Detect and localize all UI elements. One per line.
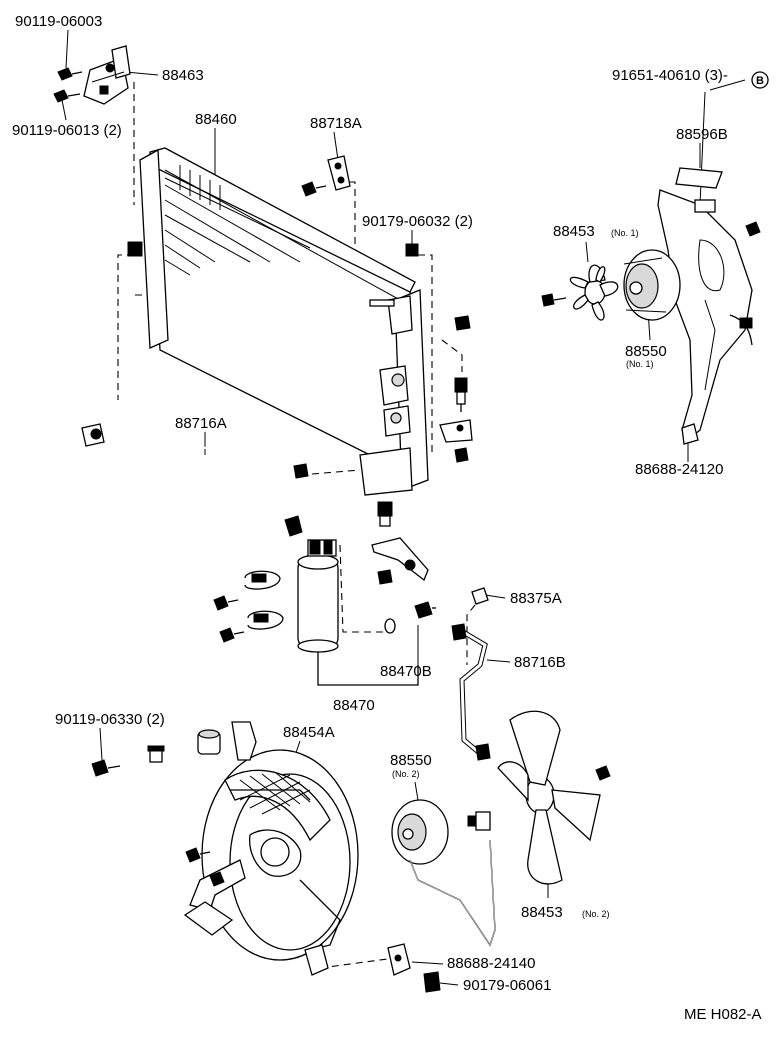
- pipe-88716a: [62, 390, 303, 537]
- ref-circle-b-letter: B: [756, 75, 764, 87]
- label-88454a: 88454A: [283, 724, 335, 741]
- bolt-icon: [595, 765, 611, 781]
- fan-88453-no1: [569, 264, 619, 321]
- pipe-88716b: [451, 587, 491, 761]
- label-88453-no2: 88453: [521, 904, 563, 921]
- label-88718a: 88718A: [310, 115, 362, 132]
- o-ring-icon: [384, 618, 396, 634]
- receiver-88470: [297, 539, 339, 653]
- ref-circle-b: B: [751, 71, 769, 89]
- label-90179-06032: 90179-06032 (2): [362, 213, 473, 230]
- label-88688-24120: 88688-24120: [635, 461, 723, 478]
- bracket-88688-24140: [387, 943, 411, 976]
- label-88550-no2: 88550: [390, 752, 432, 769]
- motor-88550-no1: [623, 249, 681, 321]
- bolt-icon: [301, 181, 327, 197]
- label-88375a: 88375A: [510, 590, 562, 607]
- pressure-switch-icon: [454, 377, 468, 412]
- part-labels: 90119-06003 88463 90119-06013 (2) 88460 …: [12, 13, 762, 1023]
- label-88550-no2-sub: (No. 2): [392, 769, 420, 779]
- leader-lines: [61, 29, 746, 986]
- label-88550-no1-sub: (No. 1): [626, 359, 654, 369]
- diagram-code: ME H082-A: [684, 1006, 762, 1023]
- label-88550-no1: 88550: [625, 343, 667, 360]
- bracket-icon: [439, 419, 473, 443]
- nut-icon: [454, 315, 471, 331]
- bolt-icon: [541, 293, 567, 307]
- motor-88550-no2: [391, 799, 496, 947]
- nut-icon: [293, 463, 309, 479]
- fan-shroud-88688-24120: [657, 189, 753, 445]
- grommet-icon: [147, 745, 165, 763]
- bracket-88463: [83, 45, 131, 105]
- bolt-icon: [57, 67, 83, 81]
- label-88463: 88463: [162, 67, 204, 84]
- label-91651-40610: 91651-40610 (3)-: [612, 67, 728, 84]
- label-90179-06061: 90179-06061: [463, 977, 551, 994]
- switch-icon: [377, 501, 393, 527]
- bolt-icon: [91, 759, 121, 777]
- clamp-icon: [244, 570, 281, 590]
- label-88688-24140: 88688-24140: [447, 955, 535, 972]
- bolt-icon: [213, 595, 239, 611]
- clamp-icon: [247, 610, 284, 630]
- label-88453-no1-sub: (No. 1): [611, 228, 639, 238]
- label-plate-88596b: [675, 167, 723, 189]
- bolt-icon: [53, 89, 81, 103]
- bolt-icon: [185, 847, 211, 863]
- damper-icon: [197, 729, 221, 755]
- nut-icon: [454, 447, 469, 463]
- bolt-icon: [219, 627, 245, 643]
- label-88716a: 88716A: [175, 415, 227, 432]
- fan-shroud-88454a: [183, 721, 359, 976]
- label-90119-06003: 90119-06003: [15, 13, 102, 30]
- bracket-icon: [371, 537, 429, 582]
- label-88453-no2-sub: (No. 2): [582, 909, 610, 919]
- label-90119-06330: 90119-06330 (2): [55, 711, 165, 728]
- fitting-icon: [414, 601, 436, 619]
- bolt-icon: [745, 221, 761, 237]
- label-88716b: 88716B: [514, 654, 566, 671]
- label-90119-06013: 90119-06013 (2): [12, 122, 122, 139]
- label-88470b: 88470B: [380, 663, 432, 680]
- nut-icon: [405, 243, 419, 257]
- label-88453-no1: 88453: [553, 223, 595, 240]
- bracket-88718a: [327, 155, 351, 191]
- condenser-88460: [127, 147, 429, 496]
- label-88470: 88470: [333, 697, 375, 714]
- label-88596b: 88596B: [676, 126, 728, 143]
- fan-88453-no2: [497, 710, 601, 885]
- nut-icon: [377, 569, 393, 585]
- label-88460: 88460: [195, 111, 237, 128]
- bolt-icon: [209, 871, 225, 887]
- nut-90179-06061: [423, 971, 441, 993]
